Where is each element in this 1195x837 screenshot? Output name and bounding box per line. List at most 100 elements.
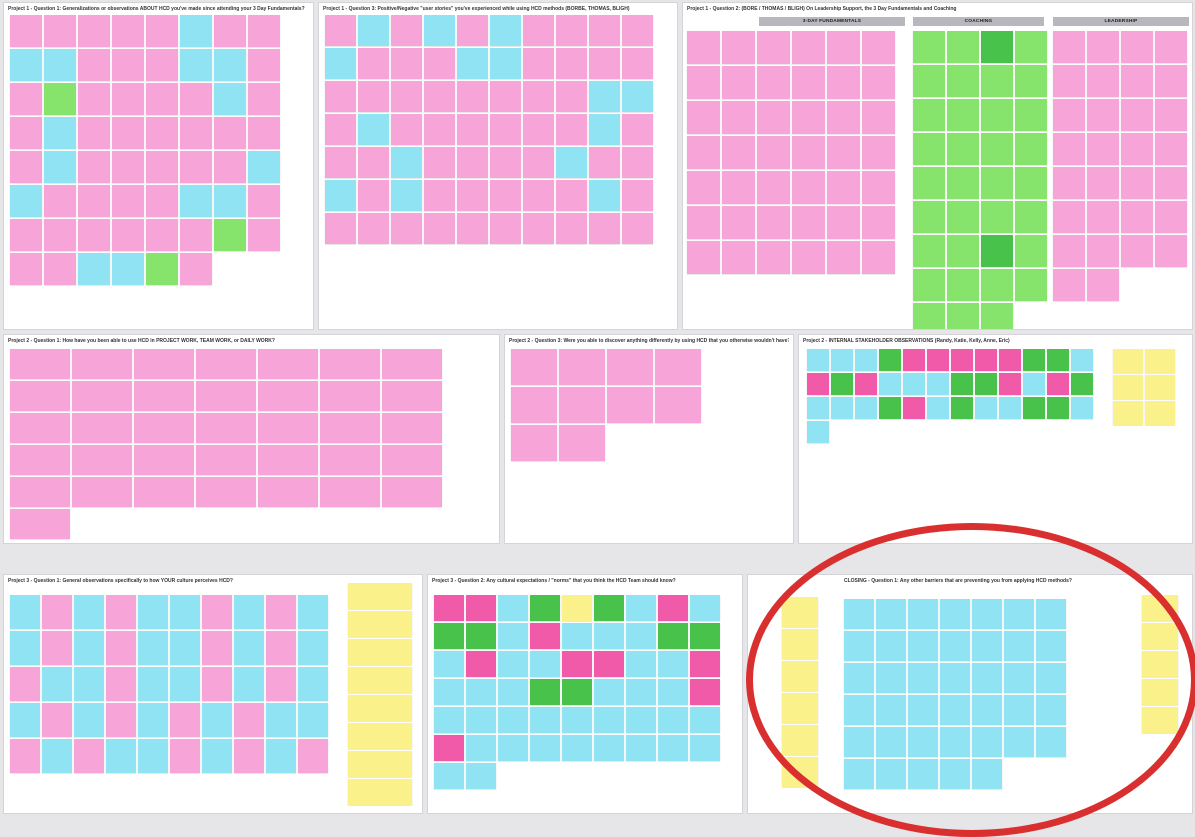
sticky-note[interactable] — [44, 185, 76, 217]
sticky-note[interactable] — [1036, 695, 1066, 725]
sticky-note[interactable] — [457, 15, 488, 46]
sticky-note[interactable] — [490, 213, 521, 244]
sticky-note[interactable] — [655, 349, 701, 385]
sticky-note[interactable] — [831, 349, 853, 371]
sticky-note[interactable] — [658, 623, 688, 649]
sticky-note[interactable] — [298, 595, 328, 629]
sticky-note[interactable] — [947, 201, 979, 233]
sticky-note[interactable] — [10, 595, 40, 629]
sticky-note[interactable] — [687, 31, 720, 64]
sticky-note[interactable] — [1053, 167, 1085, 199]
sticky-note[interactable] — [511, 349, 557, 385]
sticky-note[interactable] — [10, 667, 40, 701]
sticky-note[interactable] — [202, 703, 232, 737]
frame-p1q1[interactable]: Project 1 - Question 1: Generalizations … — [3, 2, 314, 330]
sticky-note[interactable] — [1023, 349, 1045, 371]
sticky-note[interactable] — [391, 15, 422, 46]
sticky-note[interactable] — [1113, 349, 1143, 373]
sticky-note[interactable] — [594, 679, 624, 705]
sticky-note[interactable] — [424, 180, 455, 211]
sticky-note[interactable] — [234, 595, 264, 629]
sticky-note[interactable] — [972, 695, 1002, 725]
sticky-note[interactable] — [1087, 201, 1119, 233]
sticky-note[interactable] — [913, 133, 945, 165]
sticky-note[interactable] — [722, 206, 755, 239]
sticky-note[interactable] — [10, 83, 42, 115]
sticky-note[interactable] — [807, 349, 829, 371]
sticky-note[interactable] — [999, 349, 1021, 371]
sticky-note[interactable] — [180, 185, 212, 217]
sticky-note[interactable] — [556, 213, 587, 244]
sticky-note[interactable] — [862, 206, 895, 239]
sticky-note[interactable] — [391, 213, 422, 244]
sticky-note[interactable] — [424, 114, 455, 145]
sticky-note[interactable] — [530, 595, 560, 621]
sticky-note[interactable] — [106, 595, 136, 629]
sticky-note[interactable] — [320, 477, 380, 507]
sticky-note[interactable] — [248, 117, 280, 149]
sticky-note[interactable] — [607, 349, 653, 385]
sticky-note[interactable] — [1087, 31, 1119, 63]
sticky-note[interactable] — [947, 99, 979, 131]
sticky-note[interactable] — [325, 81, 356, 112]
sticky-note[interactable] — [807, 397, 829, 419]
sticky-note[interactable] — [1004, 695, 1034, 725]
sticky-note[interactable] — [844, 663, 874, 693]
sticky-note[interactable] — [594, 651, 624, 677]
sticky-note[interactable] — [1087, 99, 1119, 131]
sticky-note[interactable] — [1142, 623, 1178, 649]
sticky-note[interactable] — [622, 114, 653, 145]
sticky-note[interactable] — [44, 49, 76, 81]
sticky-note[interactable] — [1023, 373, 1045, 395]
sticky-note[interactable] — [434, 623, 464, 649]
sticky-note[interactable] — [10, 151, 42, 183]
sticky-note[interactable] — [44, 253, 76, 285]
sticky-note[interactable] — [972, 663, 1002, 693]
sticky-note[interactable] — [10, 445, 70, 475]
sticky-note[interactable] — [298, 667, 328, 701]
sticky-note[interactable] — [782, 725, 818, 755]
sticky-note[interactable] — [112, 151, 144, 183]
sticky-note[interactable] — [248, 185, 280, 217]
sticky-note[interactable] — [434, 679, 464, 705]
sticky-note[interactable] — [908, 727, 938, 757]
sticky-note[interactable] — [74, 667, 104, 701]
sticky-note[interactable] — [594, 707, 624, 733]
sticky-note[interactable] — [234, 739, 264, 773]
sticky-note[interactable] — [658, 651, 688, 677]
sticky-note[interactable] — [792, 206, 825, 239]
sticky-note[interactable] — [807, 421, 829, 443]
sticky-note[interactable] — [844, 599, 874, 629]
sticky-note[interactable] — [258, 349, 318, 379]
sticky-note[interactable] — [457, 180, 488, 211]
sticky-note[interactable] — [559, 387, 605, 423]
sticky-note[interactable] — [562, 679, 592, 705]
sticky-note[interactable] — [358, 48, 389, 79]
sticky-note[interactable] — [434, 707, 464, 733]
sticky-note[interactable] — [658, 679, 688, 705]
sticky-note[interactable] — [1145, 401, 1175, 425]
sticky-note[interactable] — [757, 171, 790, 204]
sticky-note[interactable] — [138, 703, 168, 737]
sticky-note[interactable] — [382, 381, 442, 411]
sticky-note[interactable] — [112, 117, 144, 149]
sticky-note[interactable] — [855, 397, 877, 419]
sticky-note[interactable] — [78, 83, 110, 115]
sticky-note[interactable] — [1071, 397, 1093, 419]
sticky-note[interactable] — [690, 679, 720, 705]
sticky-note[interactable] — [844, 695, 874, 725]
sticky-note[interactable] — [348, 667, 412, 693]
sticky-note[interactable] — [908, 663, 938, 693]
sticky-note[interactable] — [348, 751, 412, 777]
sticky-note[interactable] — [589, 147, 620, 178]
sticky-note[interactable] — [498, 623, 528, 649]
sticky-note[interactable] — [687, 206, 720, 239]
sticky-note[interactable] — [266, 631, 296, 665]
sticky-note[interactable] — [498, 735, 528, 761]
sticky-note[interactable] — [78, 219, 110, 251]
sticky-note[interactable] — [234, 667, 264, 701]
sticky-note[interactable] — [782, 597, 818, 627]
sticky-note[interactable] — [146, 219, 178, 251]
sticky-note[interactable] — [1015, 99, 1047, 131]
sticky-note[interactable] — [999, 373, 1021, 395]
